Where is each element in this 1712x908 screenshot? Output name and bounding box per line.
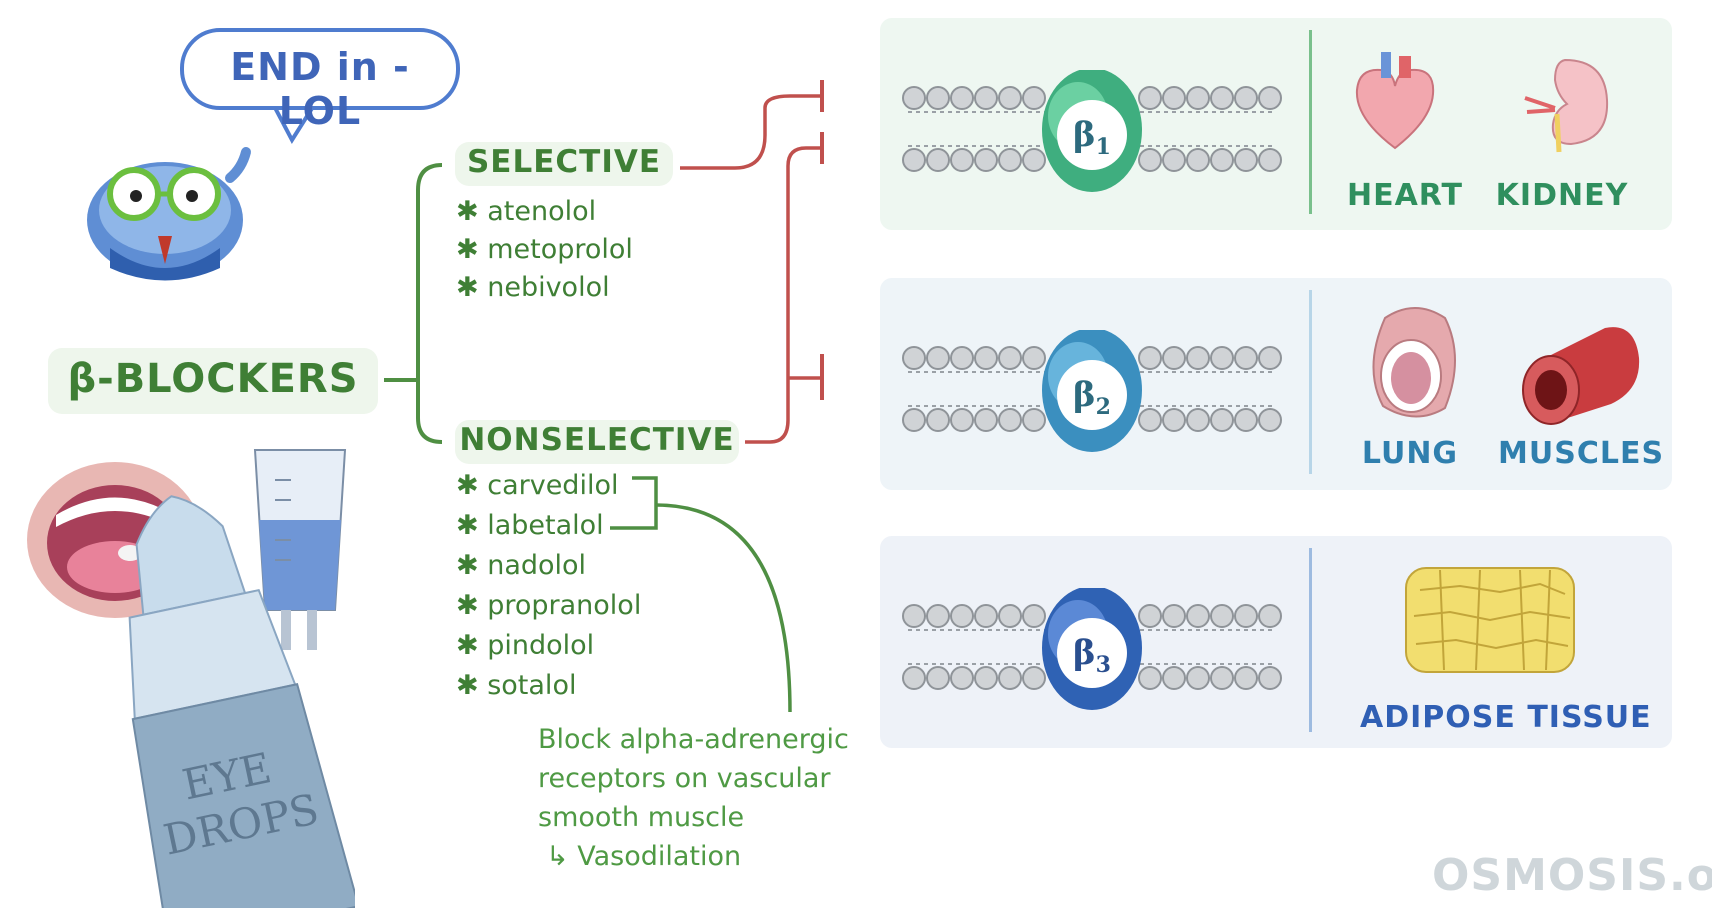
kidney-icon [1524, 58, 1609, 153]
drug-name: labetalol [487, 510, 604, 541]
speech-bubble-text: END in -LOL [230, 45, 410, 133]
drug-name: metoprolol [487, 234, 633, 265]
panel-divider [1309, 30, 1312, 214]
note-line: smooth muscle [538, 802, 745, 833]
note-line: Block alpha-adrenergic [538, 724, 849, 755]
selective-drug-item: ✱ metoprolol [456, 234, 633, 265]
osmosis-logo: OSMOSIS.org [1432, 850, 1712, 901]
beta1-badge: β1 [1057, 100, 1127, 170]
nonselective-drug-item: ✱ labetalol [456, 510, 604, 541]
beta-subscript: 1 [1095, 133, 1111, 160]
selective-label: SELECTIVE [466, 144, 662, 180]
lung-airway-icon [1372, 307, 1456, 418]
selective-label-background [455, 142, 673, 186]
nonselective-drug-item: ✱ propranolol [456, 590, 642, 621]
organ-label-muscles: MUSCLES [1498, 436, 1665, 471]
nonselective-label: NONSELECTIVE [459, 422, 735, 458]
beta-blockers-title: β-BLOCKERS [67, 356, 359, 402]
organ-label-kidney: KIDNEY [1495, 178, 1629, 213]
eye-drops-icon: EYE DROPS [128, 495, 355, 908]
organ-label-lung: LUNG [1361, 436, 1459, 471]
beta-subscript: 3 [1095, 651, 1111, 678]
beta-symbol: β [1073, 115, 1096, 155]
panel-divider [1309, 548, 1312, 732]
beta3-badge: β3 [1057, 618, 1127, 688]
heart-icon [1355, 52, 1435, 150]
drug-name: nebivolol [487, 272, 610, 303]
drug-name: carvedilol [487, 470, 619, 501]
speech-bubble-tail [270, 100, 318, 144]
drug-name: sotalol [487, 670, 577, 701]
nonselective-label-background [455, 420, 739, 464]
speech-bubble [180, 28, 460, 110]
adipose-tissue-icon [1405, 567, 1575, 673]
beta1-panel [880, 18, 1672, 230]
nonselective-drug-item: ✱ carvedilol [456, 470, 619, 501]
beta-subscript: 2 [1095, 393, 1111, 420]
drug-name: pindolol [487, 630, 595, 661]
drug-name: propranolol [487, 590, 642, 621]
beta-blockers-title-background [48, 348, 378, 414]
nonselective-drug-item: ✱ nadolol [456, 550, 587, 581]
note-line: ↳ Vasodilation [546, 841, 742, 872]
organ-label-adipose: ADIPOSE TISSUE [1360, 700, 1652, 735]
nonselective-drug-item: ✱ sotalol [456, 670, 577, 701]
selective-drug-item: ✱ nebivolol [456, 272, 610, 303]
beta2-badge: β2 [1057, 360, 1127, 430]
muscle-vessel-icon [1522, 327, 1640, 425]
selective-drug-item: ✱ atenolol [456, 196, 597, 227]
iv-bag-icon [253, 449, 347, 650]
alpha-block-note: Block alpha-adrenergic receptors on vasc… [538, 720, 849, 876]
drug-name: atenolol [487, 196, 597, 227]
panel-divider [1309, 290, 1312, 474]
beta-symbol: β [1073, 633, 1096, 673]
mascot-icon [87, 147, 251, 281]
note-line: receptors on vascular [538, 763, 831, 794]
organ-label-heart: HEART [1346, 178, 1464, 213]
drug-name: nadolol [487, 550, 587, 581]
nonselective-drug-item: ✱ pindolol [456, 630, 595, 661]
beta-symbol: β [1073, 375, 1096, 415]
